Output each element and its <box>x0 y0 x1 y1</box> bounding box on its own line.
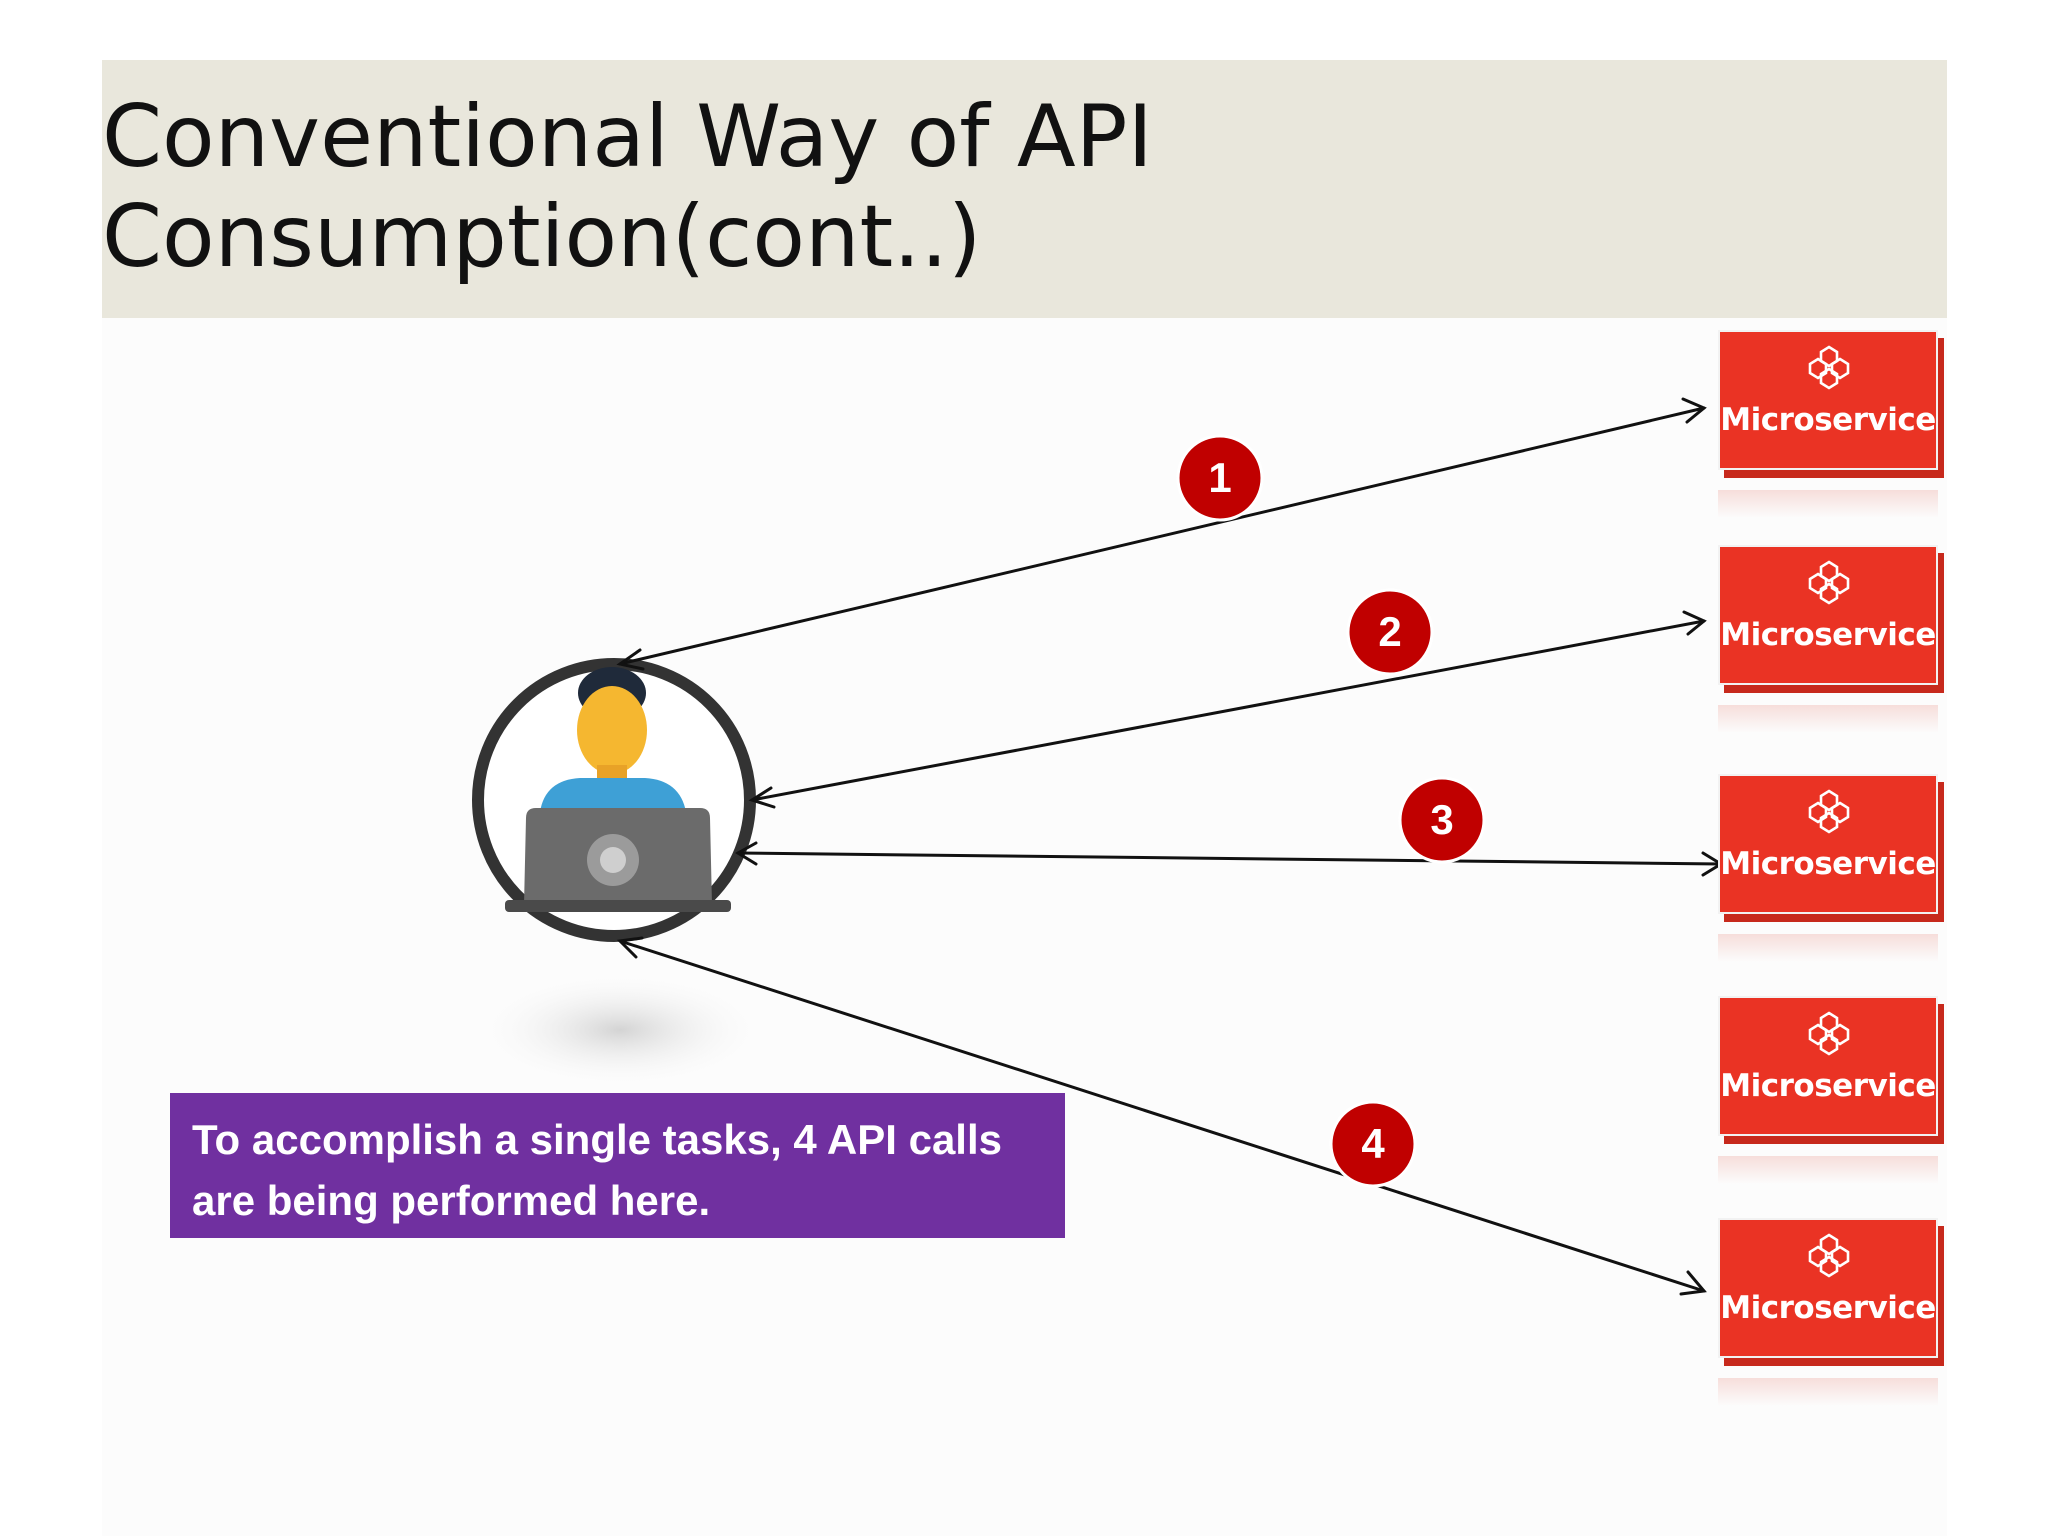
arrow-call-4 <box>616 936 1707 1296</box>
arrow-call-2 <box>748 610 1707 809</box>
badge-number-3: 3 <box>1430 796 1453 843</box>
slide-title: Conventional Way of API Consumption(cont… <box>102 87 1153 287</box>
callout-box: To accomplish a single tasks, 4 API call… <box>170 1093 1065 1238</box>
call-badge-1: 1 <box>1176 434 1264 522</box>
badge-number-4: 4 <box>1361 1120 1385 1167</box>
microservice-box-1[interactable]: Microservice <box>1718 330 1938 518</box>
microservice-reflection <box>1718 490 1938 518</box>
microservice-reflection <box>1718 705 1938 733</box>
microservice-reflection <box>1718 1156 1938 1184</box>
title-bar: Conventional Way of API Consumption(cont… <box>102 60 1947 318</box>
callout-text: To accomplish a single tasks, 4 API call… <box>192 1116 1002 1224</box>
microservice-label: Microservice <box>1720 846 1936 882</box>
api-call-arrows <box>616 397 1724 1296</box>
microservice-reflection <box>1718 934 1938 962</box>
user-with-laptop-icon <box>472 658 756 942</box>
call-badge-3: 3 <box>1398 776 1486 864</box>
badge-number-1: 1 <box>1208 454 1231 501</box>
microservice-reflection <box>1718 1378 1938 1406</box>
badge-number-2: 2 <box>1378 608 1401 655</box>
microservice-label: Microservice <box>1720 1068 1936 1104</box>
microservice-cluster-icon <box>1808 789 1850 834</box>
microservice-box-3[interactable]: Microservice <box>1718 774 1938 962</box>
call-badge-4: 4 <box>1329 1100 1417 1188</box>
microservice-cluster-icon <box>1808 1233 1850 1278</box>
arrow-call-3 <box>735 841 1724 877</box>
microservice-box-2[interactable]: Microservice <box>1718 545 1938 733</box>
microservice-label: Microservice <box>1720 402 1936 438</box>
call-badge-2: 2 <box>1346 588 1434 676</box>
arrow-call-1 <box>616 397 1707 671</box>
microservice-cluster-icon <box>1808 345 1850 390</box>
microservice-label: Microservice <box>1720 1290 1936 1326</box>
client-shadow <box>470 970 770 1090</box>
microservice-label: Microservice <box>1720 617 1936 653</box>
microservice-box-4[interactable]: Microservice <box>1718 996 1938 1184</box>
microservice-box-5[interactable]: Microservice <box>1718 1218 1938 1406</box>
microservice-cluster-icon <box>1808 1011 1850 1056</box>
microservice-cluster-icon <box>1808 560 1850 605</box>
